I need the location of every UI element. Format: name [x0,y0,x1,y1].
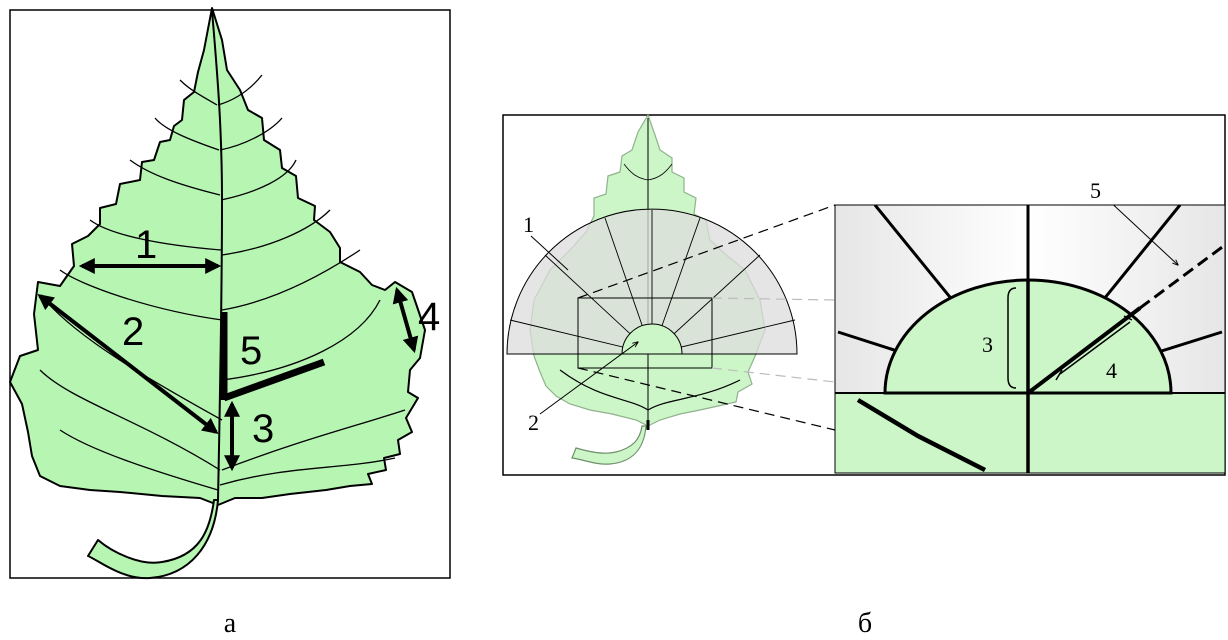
measurement-sector [506,208,798,369]
leaf-veins-right [217,74,406,486]
label-a-2: 2 [122,310,144,354]
zoom-panel [835,205,1225,473]
small-leaf-petiole [571,425,647,465]
caption-b: б [858,608,872,639]
panel-a: 1 2 5 3 4 [9,7,451,580]
leaf-petiole [87,499,219,580]
label-b-5: 5 [1090,178,1101,203]
label-a-1: 1 [135,223,157,267]
leaf-midrib [211,9,224,501]
label-a-4: 4 [418,295,440,339]
label-b-4: 4 [1106,358,1117,383]
zoom-connectors [577,204,836,431]
label-b-2: 2 [528,410,539,435]
zoom-panel-frame [834,204,1226,474]
label-a-3: 3 [252,407,274,451]
label-a-5: 5 [240,329,262,373]
label-b-3: 3 [982,332,993,357]
caption-a: а [224,608,237,639]
panel-b: 1 2 [502,113,1226,476]
label-b-1: 1 [523,212,534,237]
